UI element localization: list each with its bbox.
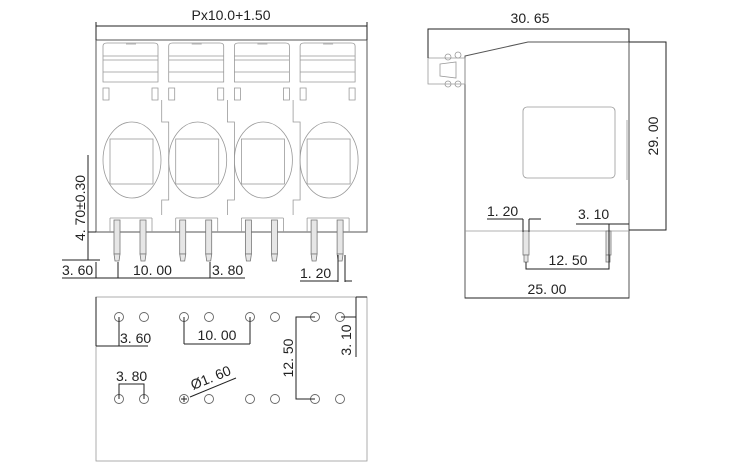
wire-entry-ellipse (233, 121, 293, 199)
hole-center-mark (181, 396, 187, 402)
pin-tip (244, 253, 252, 262)
terminal-module (161, 42, 228, 262)
wire-entry-opening (175, 138, 220, 185)
pin (310, 219, 318, 255)
pcb-hole (270, 394, 280, 404)
pcb-hole (245, 394, 255, 404)
pitch-label: 10. 00 (133, 262, 172, 278)
module-separator (292, 100, 301, 215)
pcb-layout-dimensions: 3. 60 10. 00 3. 80 Ø1. 60 12. 50 3. 10 (95, 296, 367, 400)
module-separator (227, 100, 235, 215)
pcb-hole (204, 394, 214, 404)
pin-tip (179, 253, 187, 262)
pin (244, 219, 252, 255)
latch-foot (234, 87, 290, 101)
wire-entry-opening (306, 138, 351, 185)
pcb-hole (204, 312, 214, 322)
pitch-label: 10. 00 (198, 327, 237, 343)
pin (113, 219, 121, 255)
side-view (427, 41, 630, 299)
terminal-module (102, 42, 162, 262)
terminal-module (292, 42, 359, 262)
pcb-hole (270, 312, 280, 322)
front-view (95, 39, 368, 262)
module-separator (161, 100, 170, 215)
wire-entry-opening (240, 138, 285, 185)
edge-to-pin-label: 3. 60 (120, 330, 151, 346)
wire-clamp-latch (234, 42, 290, 83)
pin-spacing-label: 3. 80 (116, 368, 147, 384)
row-distance-label: 12. 50 (280, 338, 296, 377)
pin-width-label: 1. 20 (300, 265, 331, 281)
wire-entry-ellipse (102, 121, 162, 199)
depth-label: 30. 65 (511, 10, 550, 26)
height-label: 29. 00 (645, 116, 661, 155)
latch-foot (168, 87, 225, 101)
pin-recess (175, 217, 219, 232)
pin-recess (241, 217, 284, 232)
base-width-label: 25. 00 (528, 281, 567, 297)
wire-entry-opening (109, 138, 154, 185)
front-view-dimensions: Px10.0+1.50 4. 70±0.30 3. 60 10. 00 3. 8… (62, 7, 368, 282)
pin-recess (306, 217, 350, 232)
pin-spacing-label: 3. 80 (212, 262, 243, 278)
latch-foot (102, 87, 159, 101)
pcb-hole (139, 312, 149, 322)
latch-foot (299, 87, 356, 101)
pin-width-label: 1. 20 (487, 203, 518, 219)
pin-tip (139, 253, 147, 262)
pin-tip (310, 253, 318, 262)
side-view-dimensions: 30. 65 29. 00 1. 20 3. 10 12. 50 25. 00 (427, 10, 667, 299)
housing-outline (95, 39, 368, 233)
height-label: 4. 70±0.30 (72, 175, 88, 241)
wire-clamp-latch (168, 42, 225, 83)
wire-clamp-latch (299, 42, 356, 83)
pin (270, 219, 278, 255)
pin (139, 219, 147, 255)
pin-distance-label: 12. 50 (549, 252, 588, 268)
pin (179, 219, 187, 255)
pin-recess (109, 217, 153, 232)
overall-width-label: Px10.0+1.50 (191, 7, 270, 23)
pcb-layout (95, 296, 368, 462)
pin-offset-label: 3. 10 (578, 206, 609, 222)
wire-entry-ellipse (299, 121, 359, 199)
wire-entry-ellipse (168, 121, 228, 199)
pcb-hole (335, 394, 345, 404)
pin-tip (113, 253, 121, 262)
pin-tip (205, 253, 213, 262)
edge-to-pin-label: 3. 60 (62, 262, 93, 278)
wire-clamp-latch (102, 42, 159, 83)
pin (205, 219, 213, 255)
pin-tip (270, 253, 278, 262)
row-offset-label: 3. 10 (338, 324, 354, 355)
pin (336, 219, 344, 255)
terminal-module (227, 42, 293, 262)
